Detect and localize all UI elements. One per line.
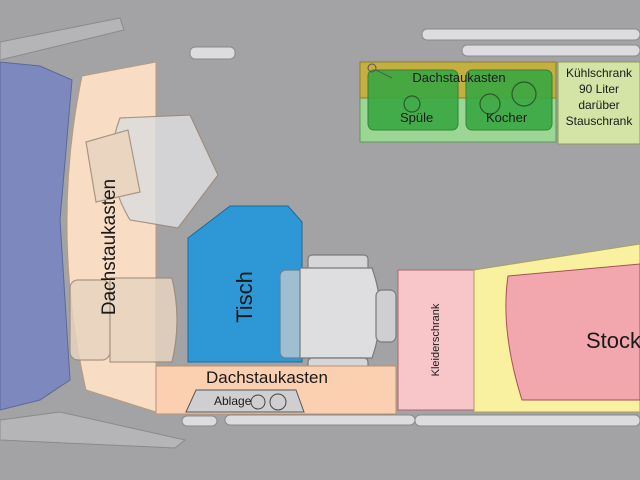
label-spuele: Spüle [400, 110, 434, 125]
cab-seats [69, 114, 219, 363]
label-kuehlschrank-line: 90 Liter [578, 82, 620, 96]
label-dachstaukasten-bottom: Dachstaukasten [206, 368, 328, 387]
label-dachstaukasten-top: Dachstaukasten [412, 70, 506, 85]
label-kuehlschrank-line: Stauschrank [565, 114, 633, 128]
label-ablage: Ablage [214, 394, 252, 408]
windshield [0, 61, 73, 411]
label-stock: Stock [586, 328, 640, 353]
rear-seat [279, 254, 397, 371]
bed-mattress [505, 263, 640, 401]
table [187, 205, 303, 363]
wardrobe [397, 269, 475, 411]
label-kuehlschrank-line: darüber [578, 98, 620, 112]
trim-strips [0, 17, 640, 449]
label-tisch: Tisch [232, 271, 257, 323]
label-kocher: Kocher [486, 110, 528, 125]
fridge-block [557, 61, 640, 145]
label-dachstaukasten-left: Dachstaukasten [99, 178, 120, 316]
label-kleiderschrank: Kleiderschrank [430, 303, 442, 377]
label-kuehlschrank-line: Kühlschrank [565, 66, 633, 80]
ablage-tray [185, 389, 305, 413]
kitchen-block [359, 61, 557, 143]
label-kuehlschrank-block: Kühlschrank 90 Liter darüber Stauschrank [558, 65, 640, 129]
